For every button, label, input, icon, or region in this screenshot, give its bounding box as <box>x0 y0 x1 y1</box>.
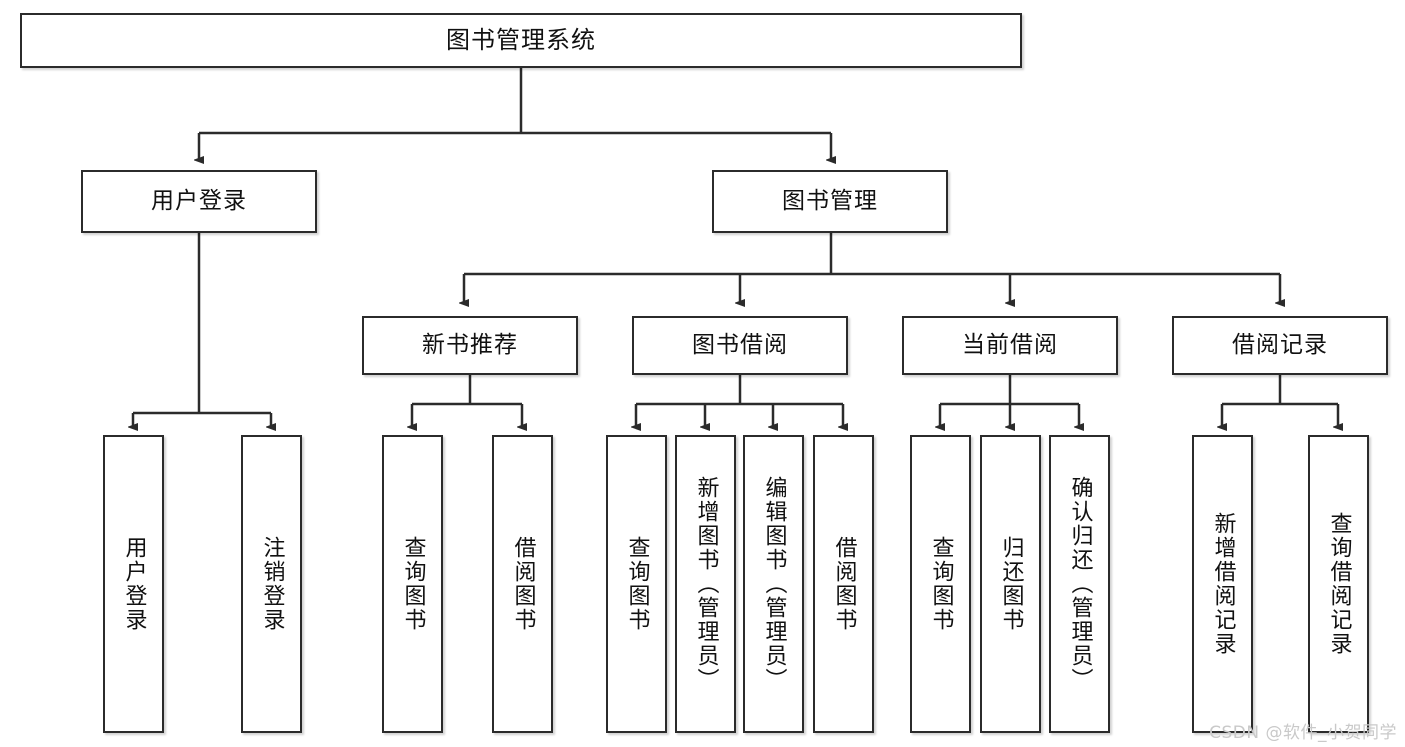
node-current-borrow[interactable]: 当前借阅 <box>902 316 1118 375</box>
node-borrow-record[interactable]: 借阅记录 <box>1172 316 1388 375</box>
leaf-user-login-signin[interactable]: 用户登录 <box>103 435 164 733</box>
leaf-borrow-add-book-admin[interactable]: 新增图书（管理员） <box>675 435 736 733</box>
leaf-record-query-borrow-record[interactable]: 查询借阅记录 <box>1308 435 1369 733</box>
node-label: 查询借阅记录 <box>1326 512 1352 656</box>
node-label: 归还图书 <box>998 536 1024 632</box>
node-label: 图书借阅 <box>692 331 788 358</box>
leaf-user-login-signout[interactable]: 注销登录 <box>241 435 302 733</box>
node-label: 查询图书 <box>624 536 650 632</box>
node-label: 借阅图书 <box>831 536 857 632</box>
watermark: CSDN @软件_小贺同学 <box>1209 723 1397 743</box>
node-label: 新增图书（管理员） <box>693 476 719 692</box>
leaf-current-return-book[interactable]: 归还图书 <box>980 435 1041 733</box>
node-label: 新增借阅记录 <box>1210 512 1236 656</box>
leaf-current-query-book[interactable]: 查询图书 <box>910 435 971 733</box>
node-book-borrow[interactable]: 图书借阅 <box>632 316 848 375</box>
node-label: 编辑图书（管理员） <box>761 476 787 692</box>
leaf-recommend-query-book[interactable]: 查询图书 <box>382 435 443 733</box>
node-label: 注销登录 <box>259 536 285 632</box>
node-book-management[interactable]: 图书管理 <box>712 170 948 233</box>
node-label: 当前借阅 <box>962 331 1058 358</box>
node-label: 新书推荐 <box>422 331 518 358</box>
leaf-borrow-borrow-book[interactable]: 借阅图书 <box>813 435 874 733</box>
node-new-book-recommend[interactable]: 新书推荐 <box>362 316 578 375</box>
node-label: 查询图书 <box>400 536 426 632</box>
node-user-login[interactable]: 用户登录 <box>81 170 317 233</box>
leaf-borrow-edit-book-admin[interactable]: 编辑图书（管理员） <box>743 435 804 733</box>
node-label: 用户登录 <box>151 187 247 214</box>
leaf-current-confirm-return-admin[interactable]: 确认归还（管理员） <box>1049 435 1110 733</box>
node-root-book-management-system[interactable]: 图书管理系统 <box>20 13 1022 68</box>
node-label: 图书管理系统 <box>446 26 596 55</box>
node-label: 借阅图书 <box>510 536 536 632</box>
node-label: 查询图书 <box>928 536 954 632</box>
node-label: 借阅记录 <box>1232 331 1328 358</box>
node-label: 图书管理 <box>782 187 878 214</box>
node-label: 确认归还（管理员） <box>1067 476 1093 692</box>
leaf-record-add-borrow-record[interactable]: 新增借阅记录 <box>1192 435 1253 733</box>
leaf-recommend-borrow-book[interactable]: 借阅图书 <box>492 435 553 733</box>
node-label: 用户登录 <box>121 536 147 632</box>
leaf-borrow-query-book[interactable]: 查询图书 <box>606 435 667 733</box>
